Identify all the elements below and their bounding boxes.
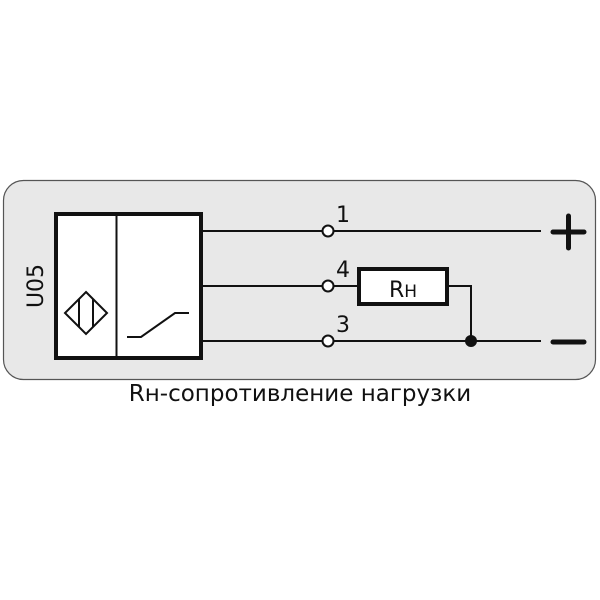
svg-text:RH: RH [389,278,417,303]
sensor-block [54,212,203,360]
terminal-circles [321,224,335,348]
load-label-sub: H [404,282,417,302]
terminal-4-label: 4 [336,258,350,283]
caption: Rн-сопротивление нагрузки [128,381,472,407]
switch-icon [127,312,189,338]
wire-load-return [447,285,472,341]
load-resistor: RH [357,267,449,306]
plus-icon [550,213,587,251]
device-label: U05 [24,264,49,308]
terminal-4-icon [321,279,335,293]
terminal-3-icon [321,334,335,348]
load-label-main: R [389,278,404,303]
terminal-1-icon [321,224,335,238]
terminal-3-label: 3 [336,313,350,338]
inductive-sensor-icon [63,290,109,336]
terminal-1-label: 1 [336,203,350,228]
wires [202,230,541,342]
junction-dot-icon [465,335,477,347]
